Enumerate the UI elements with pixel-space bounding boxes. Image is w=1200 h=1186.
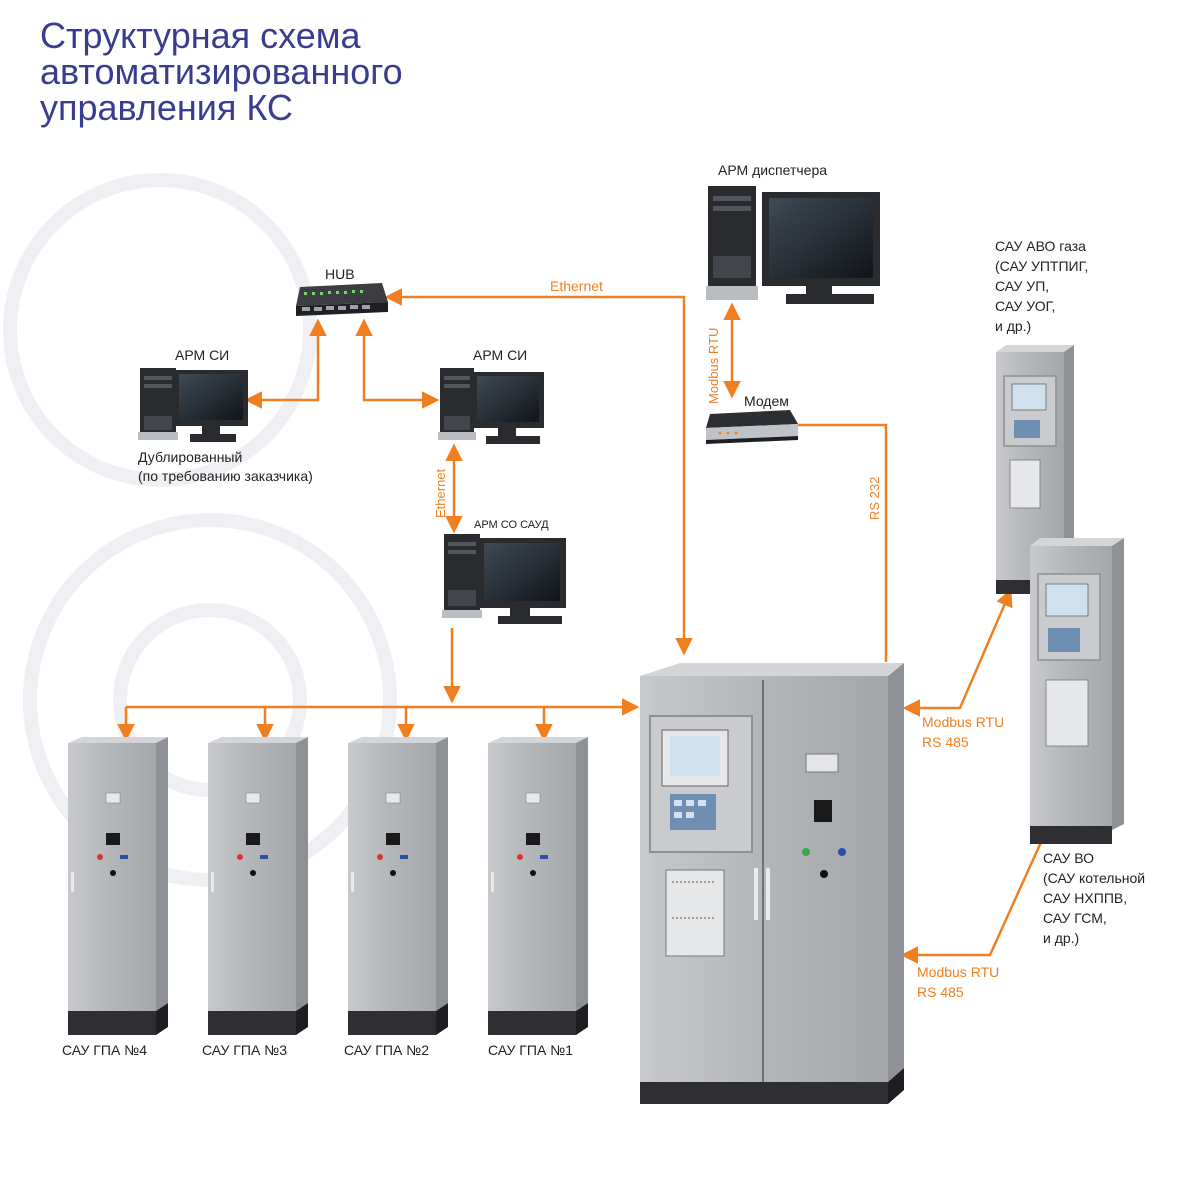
sau-vo-line-1: САУ ВО (1043, 850, 1095, 866)
hub-device (296, 283, 388, 316)
sau-vo-line-4: САУ ГСМ, (1043, 910, 1107, 926)
arm-dispatcher-label: АРМ диспетчера (718, 162, 828, 178)
title-line-2: автоматизированного (40, 51, 403, 92)
sau-vo-line-5: и др.) (1043, 930, 1080, 946)
modem-device (706, 410, 798, 444)
workstation-arm-si-right (438, 368, 544, 444)
modbus-lower-line-2: RS 485 (917, 984, 964, 1000)
rs232-label: RS 232 (867, 476, 882, 520)
link-sau-avo (902, 588, 1013, 717)
workstation-arm-si-left (138, 368, 248, 442)
gpa-1-label: САУ ГПА №1 (488, 1042, 573, 1058)
sau-vo-line-3: САУ НХППВ, (1043, 890, 1128, 906)
workstation-arm-dispatcher (706, 186, 880, 304)
sau-avo-line-1: САУ АВО газа (995, 238, 1086, 254)
modbus-upper-line-1: Modbus RTU (922, 714, 1005, 730)
sau-avo-line-5: и др.) (995, 318, 1032, 334)
arm-si-left-label: АРМ СИ (175, 347, 230, 363)
cabinet-sau-vo (1030, 538, 1124, 844)
ethernet-vertical-label: Ethernet (433, 468, 448, 518)
gpa-3-label: САУ ГПА №3 (202, 1042, 287, 1058)
cabinet-gpa-2 (348, 737, 448, 1035)
arm-so-saud-label: АРМ СО САУД (474, 519, 549, 531)
cabinet-gpa-4 (68, 737, 168, 1035)
title-line-3: управления КС (40, 87, 293, 128)
ethernet-top-label: Ethernet (550, 278, 603, 294)
arm-si-left-note-1: Дублированный (138, 449, 243, 465)
page-title: Структурная схема автоматизированного уп… (40, 18, 600, 126)
modbus-rtu-vertical-label: Modbus RTU (706, 327, 721, 404)
arm-si-right-label: АРМ СИ (473, 347, 528, 363)
gpa-2-label: САУ ГПА №2 (344, 1042, 429, 1058)
sau-vo-line-2: (САУ котельной (1043, 870, 1146, 886)
modbus-upper-line-2: RS 485 (922, 734, 969, 750)
sau-avo-line-2: (САУ УПТПИГ, (995, 258, 1089, 274)
connection-lines (117, 288, 1073, 964)
modbus-lower-line-1: Modbus RTU (917, 964, 1000, 980)
arm-si-left-note-2: (по требованию заказчика) (138, 468, 313, 484)
gpa-4-label: САУ ГПА №4 (62, 1042, 147, 1058)
modem-label: Модем (744, 393, 789, 409)
title-line-1: Структурная схема (40, 15, 361, 56)
sau-avo-line-4: САУ УОГ, (995, 298, 1056, 314)
cabinet-gpa-1 (488, 737, 588, 1035)
link-rs232 (798, 423, 888, 662)
workstation-arm-so-saud (442, 534, 566, 624)
background-gear-decoration (3, 173, 397, 887)
link-hub-arm-si-right (355, 318, 440, 409)
main-control-cabinet (640, 663, 904, 1104)
link-ethernet-hub-main (384, 288, 693, 656)
hub-label: HUB (325, 266, 355, 282)
sau-avo-line-3: САУ УП, (995, 278, 1050, 294)
link-hub-arm-si-left (244, 318, 327, 409)
cabinet-gpa-3 (208, 737, 308, 1035)
